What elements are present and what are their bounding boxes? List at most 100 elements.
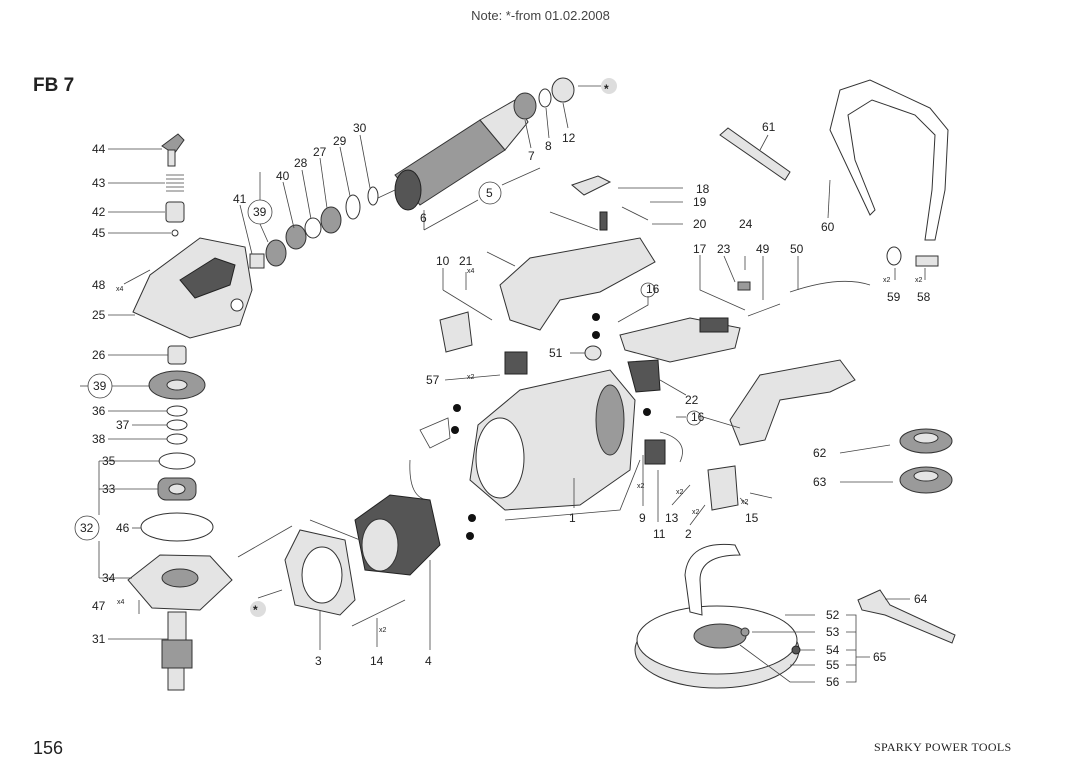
callout-50: 50 [790,242,804,256]
callout-40: 40 [276,169,290,183]
part-25-gear-housing [132,237,253,339]
callout-57: 57 [426,373,440,387]
part-31-spindle [161,611,193,691]
callout-5: 5 [486,186,493,200]
part-37-washer [166,419,188,431]
callout-38: 38 [92,432,106,446]
callout-46: 46 [116,521,130,535]
part-19-pin [621,206,649,221]
part-handle-half-upper [499,237,656,331]
part-63-flange [899,466,953,494]
callout-39a: 39 [93,379,107,393]
part-57-brush-holder [504,351,528,375]
callout-16b: 16 [691,410,705,424]
part-6-armature [377,99,529,211]
callout-44: 44 [92,142,106,156]
callout-12: 12 [562,131,576,145]
callout-3: 3 [315,654,322,668]
qty-47: x4 [117,599,125,606]
callout-55: 55 [826,658,840,672]
callout-8: 8 [545,139,552,153]
part-15-screw [749,492,773,499]
part-12-bush [551,77,575,103]
quantity-labels: x4 x4 x2 x4 x2 x2 x2 x2 x2 x2 x2 [116,268,923,634]
callout-6: 6 [420,211,427,225]
part-40-coupling [285,224,307,250]
part-1-motor-housing [469,369,636,511]
callout-15: 15 [745,511,759,525]
part-17-switch [619,317,741,363]
part-46-o-ring [140,512,214,542]
callout-64: 64 [914,592,928,606]
part-28-washer [304,217,322,239]
part-33-bearing [157,477,197,501]
callout-41: 41 [233,192,247,206]
callout-labels: 44 43 42 45 48 25 26 39 36 37 38 35 33 4… [80,82,931,689]
part-50-cable [789,280,871,293]
part-4-stator [354,494,441,576]
part-52-dust-hood [634,543,800,689]
qty-59: x2 [883,277,891,284]
part-20-spring [599,211,608,231]
callout-59: 59 [887,290,901,304]
callout-31: 31 [92,632,106,646]
model-title: FB 7 [33,75,75,96]
part-wiring [409,417,451,501]
callout-28: 28 [294,156,308,170]
part-23-clamp [737,281,751,291]
part-35-circlip [158,452,196,470]
part-61-wrench [719,127,791,181]
qty-21: x4 [467,268,475,275]
callout-47: 47 [92,599,106,613]
part-22-cover [627,359,661,393]
callout-48: 48 [92,278,106,292]
callout-ring-5 [478,181,502,205]
callout-36: 36 [92,404,106,418]
part-9-brush-holder [644,439,666,465]
callout-ring-16b [686,410,702,426]
part-51-cap [584,345,602,361]
part-58-bolt [915,255,939,267]
callout-17: 17 [693,242,707,256]
qty-14: x2 [379,627,387,634]
qty-13: x2 [676,489,684,496]
callout-42: 42 [92,205,106,219]
callout-51: 51 [549,346,563,360]
connection-markers [451,313,651,540]
callout-26: 26 [92,348,106,362]
callout-63: 63 [813,475,827,489]
part-21-screw [486,251,516,267]
part-45-washer [171,229,179,237]
callout-ring-39b [247,199,273,225]
callout-65: 65 [873,650,887,664]
part-36-washer [166,405,188,417]
leader-lines [80,85,926,683]
part-39-pinion [265,239,287,267]
qty-48: x4 [116,286,124,293]
part-18-switch-lever [570,175,612,196]
callout-ring-32 [74,515,100,541]
callout-34: 34 [102,571,116,585]
callout-13: 13 [665,511,679,525]
callout-30: 30 [353,121,367,135]
callout-14: 14 [370,654,384,668]
part-42-bush [165,201,185,223]
part-54-nut [791,645,801,655]
callout-18: 18 [696,182,710,196]
callout-37: 37 [116,418,130,432]
callout-16a: 16 [646,282,660,296]
part-41-nut [249,253,265,269]
part-27-bearing [320,206,342,234]
qty-9: x2 [637,483,645,490]
part-3-air-guide [284,529,356,616]
part-53-screw [740,627,750,637]
part-34-flange [127,554,233,611]
callout-45: 45 [92,226,106,240]
callout-7: 7 [528,149,535,163]
callout-29: 29 [333,134,347,148]
callout-27: 27 [313,145,327,159]
marker-star-1: * [604,82,609,96]
callout-32: 32 [80,521,94,535]
callout-52: 52 [826,608,840,622]
qty-57: x2 [467,374,475,381]
